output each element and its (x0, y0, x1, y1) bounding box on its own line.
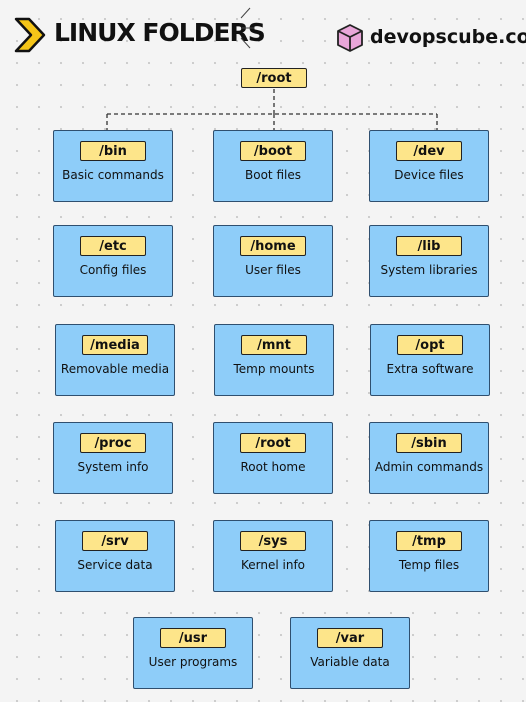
folder-description: User programs (148, 655, 238, 669)
folder-description: User files (245, 263, 301, 277)
folder-box-usr: /usr User programs (133, 617, 253, 689)
folder-description: Removable media (60, 362, 170, 376)
folder-box-proc: /proc System info (53, 422, 173, 494)
folder-box-boot: /boot Boot files (213, 130, 333, 202)
folder-description: Device files (394, 168, 464, 182)
folder-description: System info (77, 460, 149, 474)
folder-box-tmp: /tmp Temp files (369, 520, 489, 592)
folder-name-tag: /opt (397, 335, 463, 355)
cube-icon (337, 24, 363, 52)
folder-box-home: /home User files (213, 225, 333, 297)
folder-name-tag: /var (317, 628, 383, 648)
folder-box-etc: /etc Config files (53, 225, 173, 297)
brand-name: devopscube.com (370, 26, 526, 48)
folder-name-tag: /sbin (396, 433, 462, 453)
folder-name-tag: /boot (240, 141, 306, 161)
folder-name-tag: /mnt (241, 335, 307, 355)
folder-box-media: /media Removable media (55, 324, 175, 396)
folder-box-sbin: /sbin Admin commands (369, 422, 489, 494)
folder-name-tag: /bin (80, 141, 146, 161)
folder-description: Kernel info (240, 558, 306, 572)
folder-description: Config files (79, 263, 147, 277)
folder-name-tag: /lib (396, 236, 462, 256)
root-folder-tag: /root (241, 68, 307, 88)
folder-box-lib: /lib System libraries (369, 225, 489, 297)
folder-name-tag: /sys (240, 531, 306, 551)
folder-description: Admin commands (374, 460, 484, 474)
folder-box-var: /var Variable data (290, 617, 410, 689)
folder-name-tag: /usr (160, 628, 226, 648)
folder-box-srv: /srv Service data (55, 520, 175, 592)
folder-description: System libraries (380, 263, 478, 277)
sparkle-lines-icon (240, 7, 255, 49)
folder-description: Temp mounts (233, 362, 315, 376)
folder-description: Root home (240, 460, 306, 474)
folder-name-tag: /etc (80, 236, 146, 256)
folder-name-tag: /root (240, 433, 306, 453)
folder-name-tag: /proc (80, 433, 146, 453)
folder-description: Basic commands (62, 168, 164, 182)
folder-description: Extra software (386, 362, 474, 376)
folder-description: Variable data (310, 655, 390, 669)
folder-name-tag: /tmp (396, 531, 462, 551)
folder-name-tag: /srv (82, 531, 148, 551)
folder-box-dev: /dev Device files (369, 130, 489, 202)
folder-box-opt: /opt Extra software (370, 324, 490, 396)
folder-name-tag: /home (240, 236, 306, 256)
folder-name-tag: /dev (396, 141, 462, 161)
page-title: LINUX FOLDERS (54, 18, 266, 47)
folder-description: Service data (77, 558, 153, 572)
folder-description: Temp files (398, 558, 460, 572)
folder-name-tag: /media (82, 335, 148, 355)
folder-box-sys: /sys Kernel info (213, 520, 333, 592)
folder-box-bin: /bin Basic commands (53, 130, 173, 202)
chevron-right-icon (14, 17, 46, 53)
folder-box-mnt: /mnt Temp mounts (214, 324, 334, 396)
folder-box-root-home: /root Root home (213, 422, 333, 494)
folder-description: Boot files (245, 168, 301, 182)
